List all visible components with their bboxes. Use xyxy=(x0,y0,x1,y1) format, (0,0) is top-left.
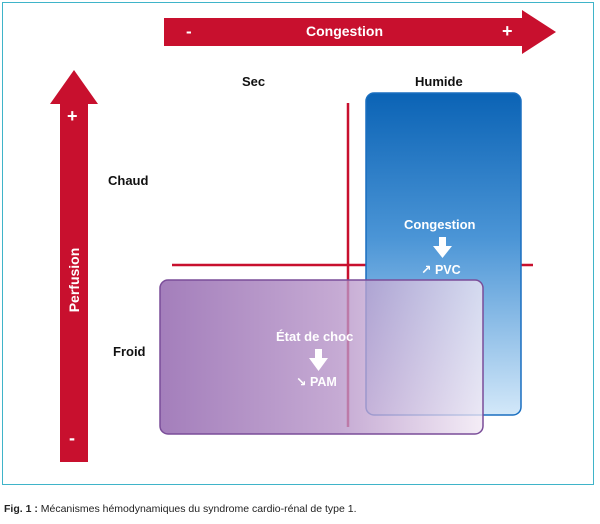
caption-prefix: Fig. 1 : xyxy=(4,503,38,515)
figure-caption: Fig. 1 : Mécanismes hémodynamiques du sy… xyxy=(4,503,357,515)
perfusion-axis-label: Perfusion xyxy=(66,247,82,313)
congestion-axis-label: Congestion xyxy=(306,23,383,39)
perfusion-plus-sign: + xyxy=(67,106,78,126)
row-label-warm: Chaud xyxy=(108,173,149,188)
column-label-wet: Humide xyxy=(415,74,463,89)
congestion-axis-arrow xyxy=(164,10,556,54)
congestion-box-title: Congestion xyxy=(404,217,476,232)
congestion-down-arrow xyxy=(433,237,452,258)
column-label-dry: Sec xyxy=(242,74,266,89)
row-label-cold: Froid xyxy=(113,344,146,359)
congestion-minus-sign: - xyxy=(186,22,192,41)
shock-box-effect: ↘ PAM xyxy=(296,375,337,389)
congestion-plus-sign: + xyxy=(502,21,513,41)
caption-text: Mécanismes hémodynamiques du syndrome ca… xyxy=(37,503,357,515)
perfusion-axis-arrow xyxy=(50,70,98,462)
congestion-box-effect: ↗ PVC xyxy=(421,263,461,277)
shock-box-title: État de choc xyxy=(276,329,354,344)
figure-frame xyxy=(2,2,594,485)
perfusion-minus-sign: - xyxy=(69,428,75,448)
shock-down-arrow xyxy=(309,349,328,371)
